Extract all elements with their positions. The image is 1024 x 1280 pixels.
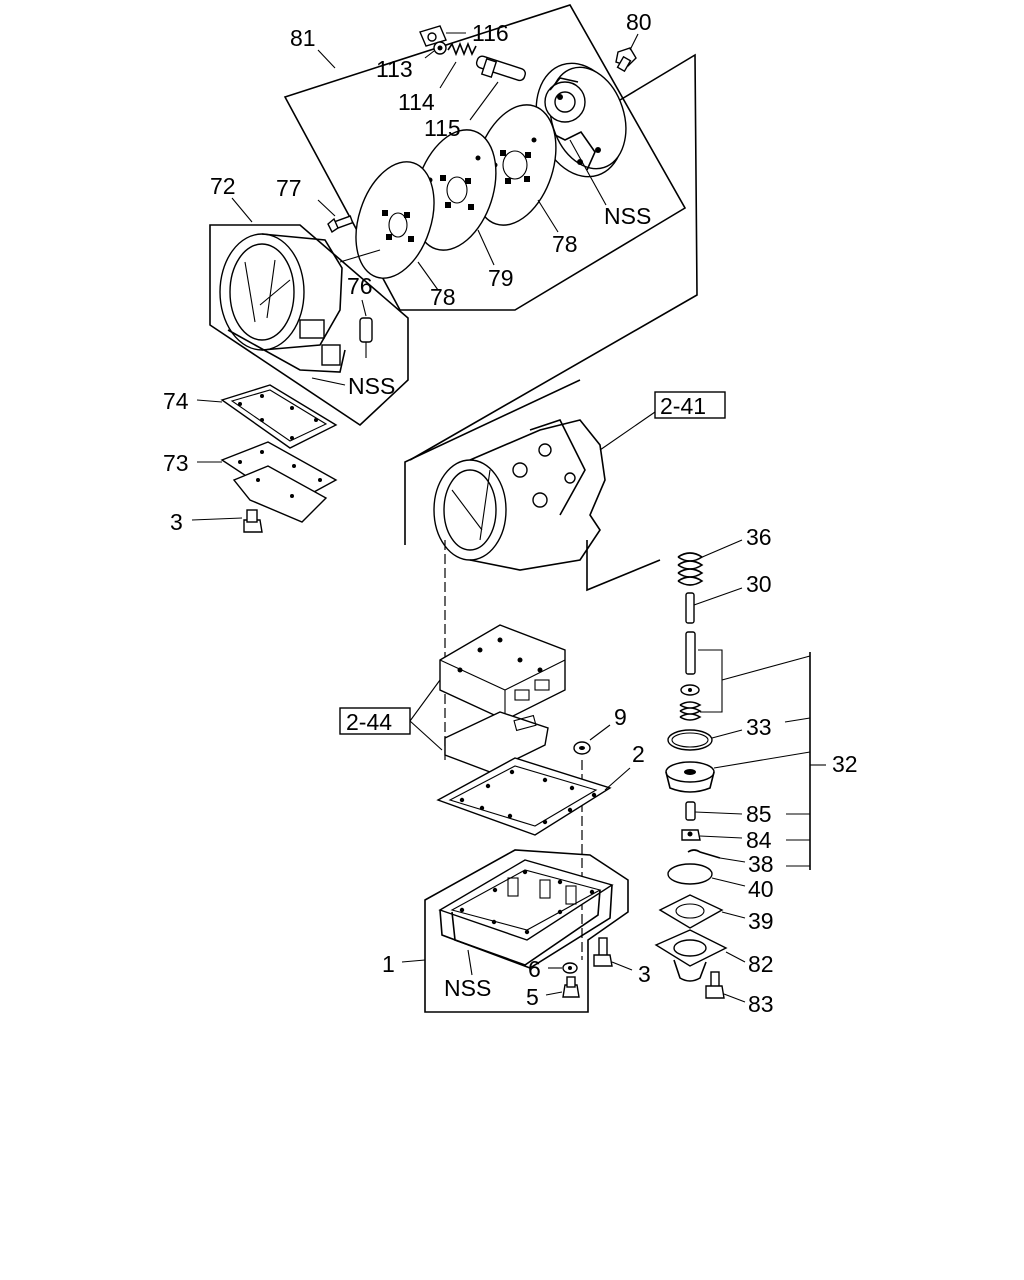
label-78-rear: 78 [552, 231, 578, 257]
oil-pan-group-1 [401, 849, 629, 1013]
part-85-stud [685, 801, 810, 821]
label-113: 113 [376, 56, 413, 82]
ref-2-44: 2-44 [346, 709, 392, 735]
part-spring-small [679, 701, 702, 721]
part-76-dowel-pin [359, 299, 373, 358]
part-116-plate [419, 25, 466, 47]
label-nss-pump: NSS [604, 203, 651, 229]
part-3-drain-bolt-upper [191, 509, 263, 533]
label-78-front: 78 [430, 284, 456, 310]
label-40: 40 [748, 876, 774, 902]
part-38-clip [687, 849, 810, 867]
part-82-cover [654, 929, 746, 982]
label-76: 76 [347, 273, 373, 299]
label-73: 73 [163, 450, 189, 476]
label-36: 36 [746, 524, 772, 550]
label-2: 2 [632, 741, 645, 767]
label-9: 9 [614, 704, 627, 730]
label-74: 74 [163, 388, 189, 414]
valve-body [439, 624, 566, 721]
label-72: 72 [210, 173, 236, 199]
part-77-bolt [317, 199, 354, 234]
label-81: 81 [290, 25, 316, 51]
part-39-gasket [658, 894, 746, 929]
part-84-nut [681, 829, 810, 841]
part-74-gasket [196, 384, 338, 449]
part-73-oil-pan [197, 441, 338, 523]
label-6: 6 [528, 956, 541, 982]
part-5-drain-plug [545, 976, 580, 998]
part-80-bolt [615, 33, 639, 73]
part-40-snap-ring [667, 863, 746, 887]
part-9-washer [573, 724, 611, 960]
label-39: 39 [748, 908, 774, 934]
label-5: 5 [526, 984, 539, 1010]
label-80: 80 [626, 9, 652, 35]
label-77: 77 [276, 175, 302, 201]
label-114: 114 [398, 89, 435, 115]
label-30: 30 [746, 571, 772, 597]
part-washer-small [680, 684, 700, 696]
label-nss-pan: NSS [444, 975, 491, 1001]
part-30-pin [685, 587, 743, 624]
label-3-upper: 3 [170, 509, 183, 535]
part-3-pan-bolt [593, 937, 633, 971]
part-114-spring [439, 41, 477, 89]
label-115: 115 [424, 115, 461, 141]
part-83-bolt [705, 971, 746, 1003]
part-2-pan-gasket [436, 757, 631, 836]
housing-group-72 [209, 224, 409, 427]
label-116: 116 [472, 20, 509, 46]
transmission-case-group [404, 379, 661, 592]
label-1: 1 [382, 951, 395, 977]
label-79: 79 [488, 265, 514, 291]
bracket-85-group [698, 649, 723, 713]
transmission-case [433, 411, 656, 571]
label-85: 85 [746, 801, 772, 827]
label-38: 38 [748, 851, 774, 877]
group-72-outline [209, 224, 409, 427]
label-83: 83 [748, 991, 774, 1017]
part-33-seal-ring [667, 717, 811, 751]
oil-pan [438, 859, 614, 976]
part-6-washer [548, 962, 578, 974]
ref-box-2-44 [339, 707, 411, 735]
label-33: 33 [746, 714, 772, 740]
label-3-lower: 3 [638, 961, 651, 987]
part-36-spring [677, 539, 743, 586]
accumulator-piston [665, 751, 811, 793]
part-115-valve [469, 55, 526, 121]
pump-assembly-bracket [409, 53, 698, 461]
part-113-nut [424, 41, 447, 59]
label-84: 84 [746, 827, 772, 853]
drive-plate-78-front [355, 161, 439, 291]
ref-2-41: 2-41 [660, 393, 706, 419]
label-32: 32 [832, 751, 858, 777]
oil-strainer [444, 711, 549, 773]
piston-rod [685, 631, 696, 675]
ref-box-2-41 [654, 391, 726, 419]
label-nss-housing: NSS [348, 373, 395, 399]
converter-housing [219, 233, 381, 373]
label-82: 82 [748, 951, 774, 977]
oil-pump-body [535, 62, 627, 206]
